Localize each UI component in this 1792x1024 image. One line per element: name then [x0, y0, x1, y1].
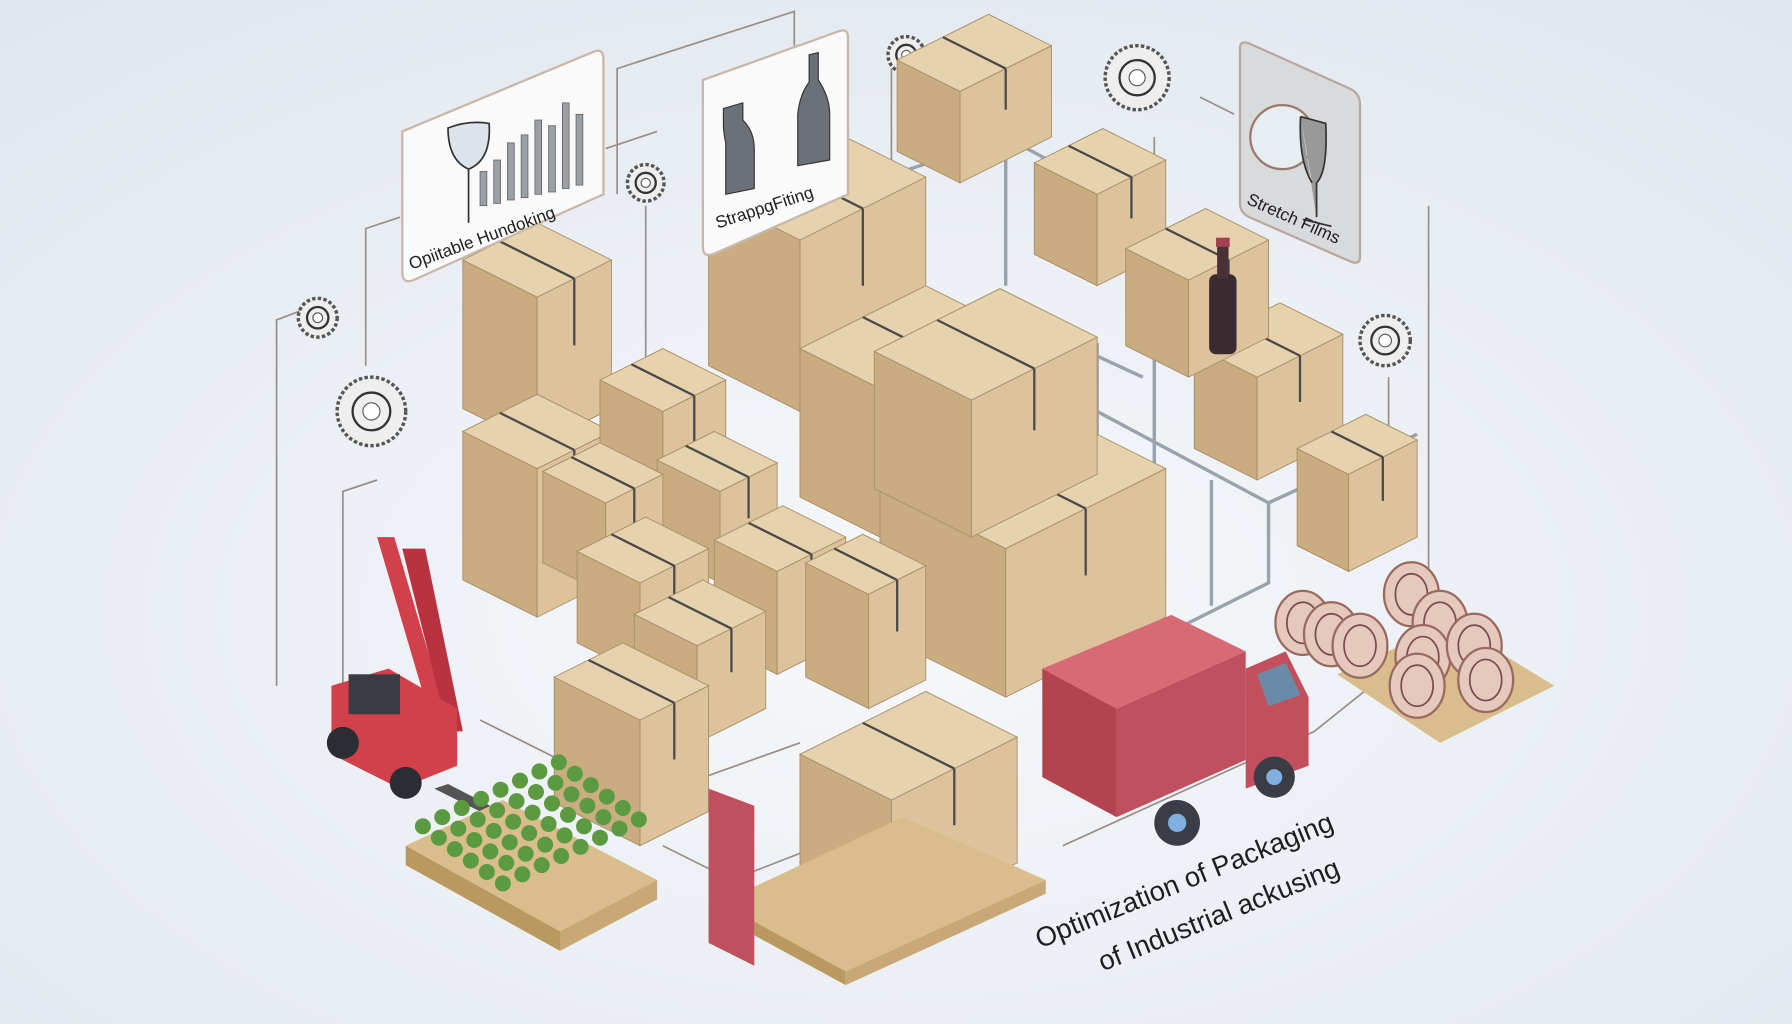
- cardboard-box: [1296, 413, 1419, 573]
- plant: [524, 804, 541, 821]
- plant: [592, 829, 608, 846]
- film-roll: [1388, 652, 1446, 719]
- forklift: [326, 537, 515, 823]
- cardboard-box: [1033, 128, 1167, 287]
- plant: [614, 800, 631, 816]
- gear-icon: [1358, 313, 1412, 368]
- plant: [482, 843, 499, 860]
- gear-icon: [335, 375, 408, 448]
- plant: [450, 820, 467, 837]
- plant: [533, 857, 550, 874]
- plant: [466, 832, 483, 848]
- plant: [492, 781, 509, 798]
- plant: [498, 854, 515, 871]
- gear-icon: [296, 296, 339, 339]
- cardboard-box: [804, 533, 927, 710]
- plant-pallet: [405, 754, 658, 951]
- plant: [501, 834, 518, 851]
- plant: [414, 818, 431, 835]
- plant: [453, 800, 470, 816]
- plant: [469, 811, 486, 828]
- plant: [489, 802, 506, 819]
- plant: [611, 820, 628, 837]
- plant: [572, 838, 589, 855]
- stretch-film-rolls: [1274, 561, 1555, 743]
- plant: [579, 797, 596, 814]
- plant: [547, 774, 564, 791]
- film-roll: [1331, 612, 1389, 679]
- plant: [505, 813, 522, 830]
- plant: [478, 864, 495, 880]
- plant: [512, 772, 528, 789]
- plant: [494, 875, 511, 892]
- plant: [521, 825, 538, 842]
- gear-icon: [625, 162, 666, 203]
- plant: [462, 852, 479, 869]
- plant: [528, 784, 544, 800]
- front-pallet: [708, 788, 1046, 986]
- plant: [598, 788, 615, 805]
- plant: [473, 790, 490, 807]
- cardboard-box: [1124, 208, 1270, 378]
- plant: [563, 786, 580, 803]
- plant: [434, 809, 451, 826]
- cardboard-box: [873, 288, 1099, 538]
- plant: [544, 795, 560, 812]
- plant: [517, 845, 534, 862]
- plant: [485, 822, 502, 839]
- wine-bottle: [1209, 237, 1237, 355]
- plant: [430, 829, 447, 846]
- card-strapping: StrappgFiting: [701, 29, 850, 257]
- plant: [514, 866, 531, 883]
- plant: [550, 754, 567, 771]
- gear-icon: [1103, 43, 1171, 112]
- cardboard-box: [896, 13, 1053, 184]
- plant: [560, 806, 576, 823]
- plant: [630, 811, 647, 828]
- plant: [553, 848, 570, 864]
- plant: [556, 827, 573, 844]
- plant: [540, 816, 557, 832]
- plant: [531, 763, 548, 780]
- plant: [446, 841, 463, 858]
- plant: [508, 793, 525, 810]
- plant: [537, 836, 554, 853]
- delivery-truck: [1042, 614, 1309, 846]
- film-roll: [1457, 646, 1515, 714]
- cardboard-boxes: [461, 13, 1419, 927]
- plant: [582, 777, 599, 794]
- plant: [595, 809, 612, 826]
- plant: [576, 818, 592, 835]
- plant: [566, 765, 583, 782]
